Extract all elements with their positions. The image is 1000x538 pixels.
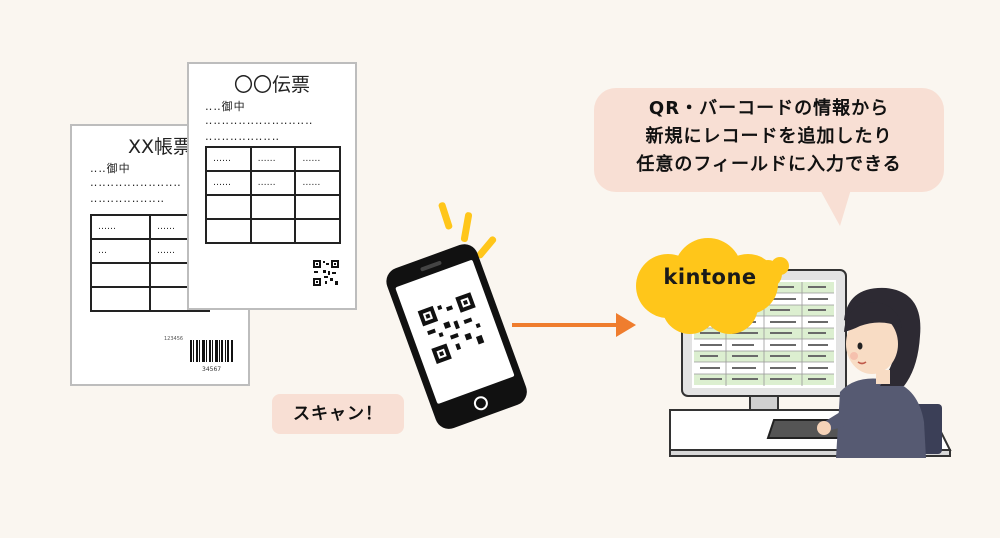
speech-bubble-line-1: QR・バーコードの情報から <box>648 98 890 119</box>
table-row: …… …… …… <box>205 146 341 172</box>
table-row <box>205 218 341 244</box>
speech-bubble-text: QR・バーコードの情報から 新規にレコードを追加したり 任意のフィールドに入力で… <box>600 95 938 179</box>
document-back-dots-1: ‥‥‥‥‥‥‥‥‥‥‥ <box>90 176 182 189</box>
table-cell: … <box>90 238 151 264</box>
scan-label: スキャン！ <box>272 394 404 434</box>
document-front-title: 〇〇伝票 <box>233 74 310 96</box>
table-cell: …… <box>249 170 297 196</box>
table-row <box>205 194 341 220</box>
table-cell <box>294 194 341 220</box>
document-back-addressee: ‥‥御中 <box>90 162 131 175</box>
speech-bubble <box>594 88 944 226</box>
speech-bubble-line-2: 新規にレコードを追加したり <box>645 126 893 147</box>
table-cell <box>249 218 297 244</box>
cloud-icon <box>636 238 789 334</box>
table-cell: …… <box>205 170 252 196</box>
barcode-icon <box>190 340 233 362</box>
document-front-addressee: ‥‥御中 <box>205 100 246 113</box>
barcode-number: 34567 <box>202 366 222 373</box>
table-cell <box>249 194 297 220</box>
table-cell <box>90 286 151 312</box>
document-front-dots-1: ‥‥‥‥‥‥‥‥‥‥‥‥‥ <box>205 114 314 127</box>
smartphone-icon <box>386 202 527 429</box>
table-cell <box>205 194 252 220</box>
document-back-dots-2: ‥‥‥‥‥‥‥‥‥ <box>90 192 166 205</box>
barcode-small-number: 123456 <box>164 336 184 342</box>
highlight-lines <box>438 202 497 259</box>
table-cell: …… <box>294 170 341 196</box>
document-front-dots-2: ‥‥‥‥‥‥‥‥‥ <box>205 130 281 143</box>
table-row: …… …… …… <box>205 170 341 196</box>
table-cell: …… <box>249 146 297 172</box>
qr-code-icon <box>417 292 490 364</box>
table-row: …… …… <box>90 214 210 240</box>
arrow-right-icon <box>512 313 636 337</box>
kintone-logo-text: kintone <box>663 265 757 289</box>
table-cell: …… <box>90 214 151 240</box>
document-front: 〇〇伝票 ‥‥御中 ‥‥‥‥‥‥‥‥‥‥‥‥‥ ‥‥‥‥‥‥‥‥‥ …… …… … <box>187 62 357 310</box>
qr-code-icon <box>313 260 339 286</box>
table-cell <box>294 218 341 244</box>
table-cell <box>90 262 151 288</box>
table-cell: …… <box>205 146 252 172</box>
spreadsheet <box>694 282 834 386</box>
table-cell: …… <box>294 146 341 172</box>
document-back-title: XX帳票 <box>128 136 193 158</box>
monitor-icon <box>681 269 847 419</box>
table-cell <box>205 218 252 244</box>
document-front-table: …… …… …… …… …… …… <box>205 146 341 244</box>
speech-bubble-line-3: 任意のフィールドに入力できる <box>636 154 902 175</box>
person-icon <box>817 287 942 458</box>
